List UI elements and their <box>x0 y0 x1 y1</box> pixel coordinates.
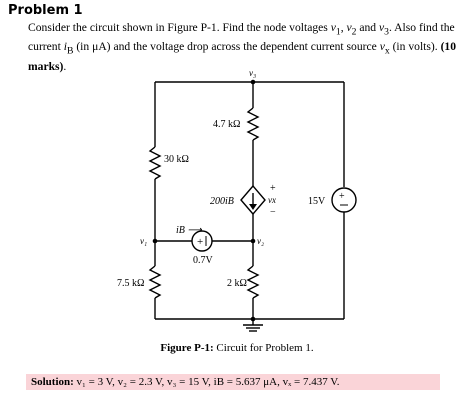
resistor-4-7k-zigzag <box>246 107 260 141</box>
resistor-30k-zigzag <box>148 146 162 180</box>
problem-prompt: Consider the circuit shown in Figure P-1… <box>28 20 468 74</box>
dependent-source-arrowhead <box>249 204 257 210</box>
prompt-text-1: Consider the circuit shown in Figure P-1… <box>28 21 331 34</box>
label-0-7v: 0.7V <box>193 255 214 266</box>
math-iB-sub: B <box>66 45 74 57</box>
math-iB: i <box>63 40 67 54</box>
node-v1-dot <box>152 238 158 244</box>
math-vx: v <box>379 40 385 54</box>
problem-heading: Problem 1 <box>8 3 83 18</box>
prompt-marks: (10 marks) <box>28 40 457 73</box>
solution-label: Solution: <box>31 376 74 388</box>
resistor-2k-zigzag <box>246 265 260 299</box>
label-r-7-5k: 7.5 kΩ <box>117 278 144 289</box>
node-ground-dot <box>250 316 256 322</box>
caption-text: Circuit for Problem 1. <box>213 342 314 354</box>
label-v3: v₃ <box>249 68 256 78</box>
math-v2-sub: 2 <box>351 26 357 38</box>
prompt-text-3: (in μA) and the voltage drop across the … <box>73 40 380 54</box>
label-vx: vx <box>268 195 276 205</box>
source-15v-plus: + <box>339 191 345 202</box>
label-r-4-7k: 4.7 kΩ <box>213 119 240 130</box>
label-vx-minus: − <box>270 207 276 218</box>
prompt-end: . <box>63 59 67 73</box>
label-dep-source: 200iB <box>210 196 234 207</box>
math-v3: v <box>379 21 385 34</box>
math-v3-sub: 3 <box>384 26 389 38</box>
figure-caption: Figure P-1: Circuit for Problem 1. <box>0 342 474 354</box>
label-vx-plus: + <box>270 183 276 194</box>
node-v2-dot <box>250 238 256 244</box>
prompt-sep-1: , <box>340 21 347 34</box>
math-v1: v <box>330 21 336 34</box>
label-iB: iB ⟶ <box>176 225 202 236</box>
math-v1-sub: 1 <box>335 26 341 38</box>
label-v1: v₁ <box>140 236 147 246</box>
label-15v: 15V <box>308 196 326 207</box>
label-r-30k: 30 kΩ <box>164 154 189 165</box>
resistor-7-5k-zigzag <box>148 265 162 299</box>
solution-text: v₁ = 3 V, v₂ = 2.3 V, v₃ = 15 V, iB = 5.… <box>73 376 340 388</box>
caption-label: Figure P-1: <box>160 342 214 354</box>
prompt-text-2: . Also find the current <box>28 21 455 54</box>
label-v2: v₂ <box>257 236 264 246</box>
solution-box: Solution: v₁ = 3 V, v₂ = 2.3 V, v₃ = 15 … <box>26 374 440 390</box>
source-0-7v-plus: + <box>197 236 203 248</box>
math-vx-sub: x <box>384 45 390 57</box>
circuit-diagram: + + v₃ 4.7 kΩ 30 kΩ 200iB + vx − 15V iB … <box>117 68 357 332</box>
math-v2: v <box>346 21 352 34</box>
node-v3-dot <box>250 79 256 85</box>
prompt-sep-2: and <box>356 21 380 34</box>
prompt-text-4: (in volts). <box>389 40 441 54</box>
label-r-2k: 2 kΩ <box>227 278 247 289</box>
